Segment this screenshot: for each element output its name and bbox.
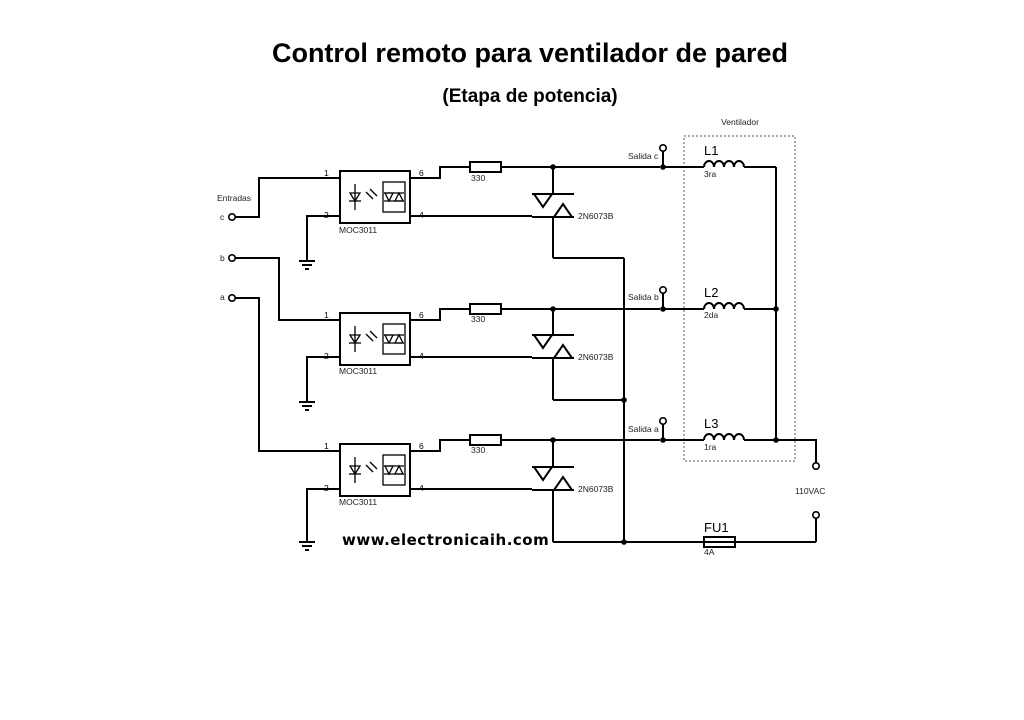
- website-label: www.electronicaih.com: [342, 531, 549, 549]
- optocoupler-part-label: MOC3011: [339, 497, 377, 507]
- resistor-value-label: 330: [471, 314, 485, 324]
- supply-label: 110VAC: [795, 486, 825, 496]
- resistor: [469, 161, 502, 173]
- output-label-c: Salida c: [628, 151, 659, 161]
- fuse-rating-label: 4A: [704, 547, 715, 557]
- input-terminal-c[interactable]: [228, 213, 237, 222]
- coil-l3: L3 1ra: [663, 416, 776, 452]
- coil-l1: L1 3ra: [663, 143, 776, 179]
- fuse-name-label: FU1: [704, 520, 729, 535]
- wire-input-c: [235, 177, 340, 218]
- wire-input-a: [235, 297, 340, 452]
- pin-6-label: 6: [419, 310, 424, 320]
- output-terminal-a[interactable]: [658, 416, 667, 425]
- optocoupler-part-label: MOC3011: [339, 225, 377, 235]
- fan-enclosure: [683, 135, 796, 462]
- pin-6-label: 6: [419, 441, 424, 451]
- triac-part-label: 2N6073B: [578, 352, 614, 362]
- input-label-c: c: [220, 212, 225, 222]
- supply-terminal-top[interactable]: [811, 461, 820, 470]
- fan-label: Ventilador: [721, 117, 759, 127]
- resistor: [469, 434, 502, 446]
- input-terminal-a[interactable]: [228, 293, 237, 302]
- coil-l1-name: L1: [704, 143, 718, 158]
- optocoupler-body: [339, 443, 411, 497]
- diagram-subtitle: (Etapa de potencia): [442, 86, 618, 107]
- coil-l1-note: 3ra: [704, 169, 717, 179]
- coil-l3-name: L3: [704, 416, 718, 431]
- triac-part-label: 2N6073B: [578, 211, 614, 221]
- output-terminal-b[interactable]: [658, 285, 667, 294]
- input-terminal-b[interactable]: [228, 254, 237, 263]
- input-label-a: a: [220, 292, 225, 302]
- optocoupler-part-label: MOC3011: [339, 366, 377, 376]
- channel-b: 1 2 6 4 MOC3011 330 2N6073B: [299, 303, 666, 411]
- triac-part-label: 2N6073B: [578, 484, 614, 494]
- output-terminal-c[interactable]: [658, 144, 667, 153]
- output-label-b: Salida b: [628, 292, 659, 302]
- coil-l3-note: 1ra: [704, 442, 717, 452]
- resistor-value-label: 330: [471, 445, 485, 455]
- coil-l2-note: 2da: [704, 310, 718, 320]
- output-a: Salida a: [628, 416, 667, 440]
- wire-pin6-resistor: [410, 166, 470, 179]
- coil-l2-name: L2: [704, 285, 718, 300]
- input-label-b: b: [220, 253, 225, 263]
- pin-6-label: 6: [419, 168, 424, 178]
- wire-pin2-ground: [306, 215, 340, 261]
- pin-1-label: 1: [324, 310, 329, 320]
- pin-1-label: 1: [324, 441, 329, 451]
- diagram-title: Control remoto para ventilador de pared: [271, 38, 789, 68]
- output-c: Salida c: [628, 144, 667, 167]
- pin-1-label: 1: [324, 168, 329, 178]
- channel-a: 1 2 6 4 MOC3011 330 2N6073B: [299, 434, 666, 551]
- optocoupler-body: [339, 170, 411, 224]
- output-label-a: Salida a: [628, 424, 659, 434]
- resistor-value-label: 330: [471, 173, 485, 183]
- supply-terminal-bottom[interactable]: [811, 510, 820, 519]
- coil-l2: L2 2da: [663, 285, 776, 320]
- wire-input-b: [235, 257, 340, 321]
- optocoupler-body: [339, 312, 411, 366]
- inputs-group-label: Entradas: [217, 193, 251, 203]
- channel-c: 1 2 6 4 MOC3011 330 2N6073B: [299, 161, 666, 270]
- resistor: [469, 303, 502, 315]
- output-b: Salida b: [628, 285, 667, 309]
